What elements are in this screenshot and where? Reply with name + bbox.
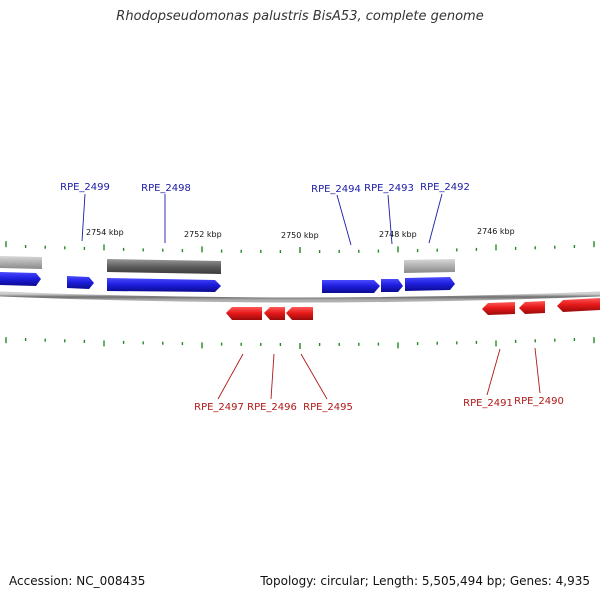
forward-gene-arrow xyxy=(107,278,221,292)
gene-label-rpe-2492: RPE_2492 xyxy=(420,182,470,193)
gene-label-rpe-2497: RPE_2497 xyxy=(194,402,244,413)
gray-feature-left xyxy=(0,256,42,269)
leader-line xyxy=(300,353,328,400)
gene-label-rpe-2491: RPE_2491 xyxy=(463,398,513,409)
kbp-label-2750: 2750 kbp xyxy=(281,231,319,240)
leader-line xyxy=(428,193,443,244)
gene-label-rpe-2490: RPE_2490 xyxy=(514,396,564,407)
gene-label-rpe-2498: RPE_2498 xyxy=(141,183,191,194)
bottom-ticks xyxy=(5,337,595,349)
gene-label-rpe-2495: RPE_2495 xyxy=(303,402,353,413)
reverse-gene-arrow xyxy=(557,298,600,312)
leader-line xyxy=(387,194,393,245)
reverse-gene-arrow xyxy=(264,307,285,320)
leader-line xyxy=(336,194,352,246)
leader-line xyxy=(534,347,541,394)
kbp-label-2752: 2752 kbp xyxy=(184,230,222,239)
forward-gene-arrow xyxy=(67,276,94,289)
map-title: Rhodopseudomonas palustris BisA53, compl… xyxy=(116,9,484,24)
gene-label-rpe-2499: RPE_2499 xyxy=(60,182,110,193)
forward-gene-arrow xyxy=(381,279,403,292)
reverse-gene-arrow xyxy=(519,301,545,314)
gray-feature-right xyxy=(404,259,455,273)
leader-line xyxy=(81,193,86,242)
forward-gene-arrow xyxy=(0,272,41,286)
gene-label-rpe-2493: RPE_2493 xyxy=(364,183,414,194)
gene-label-rpe-2496: RPE_2496 xyxy=(247,402,297,413)
reverse-gene-arrow xyxy=(286,307,313,320)
genome-info-text: Topology: circular; Length: 5,505,494 bp… xyxy=(260,574,590,588)
gene-label-rpe-2494: RPE_2494 xyxy=(311,184,361,195)
reverse-gene-arrow xyxy=(482,302,515,315)
forward-gene-arrow xyxy=(405,277,455,291)
leader-line xyxy=(486,348,501,396)
reverse-gene-arrow xyxy=(226,307,262,320)
top-ticks xyxy=(5,241,595,253)
kbp-label-2748: 2748 kbp xyxy=(379,230,417,239)
kbp-label-2746: 2746 kbp xyxy=(477,227,515,236)
leader-line xyxy=(217,353,244,400)
kbp-label-2754: 2754 kbp xyxy=(86,228,124,237)
forward-gene-arrow xyxy=(322,280,380,293)
leader-line xyxy=(270,353,275,400)
gray-feature-dark xyxy=(107,259,221,274)
accession-text: Accession: NC_008435 xyxy=(9,574,146,588)
genome-backbone xyxy=(0,291,600,303)
